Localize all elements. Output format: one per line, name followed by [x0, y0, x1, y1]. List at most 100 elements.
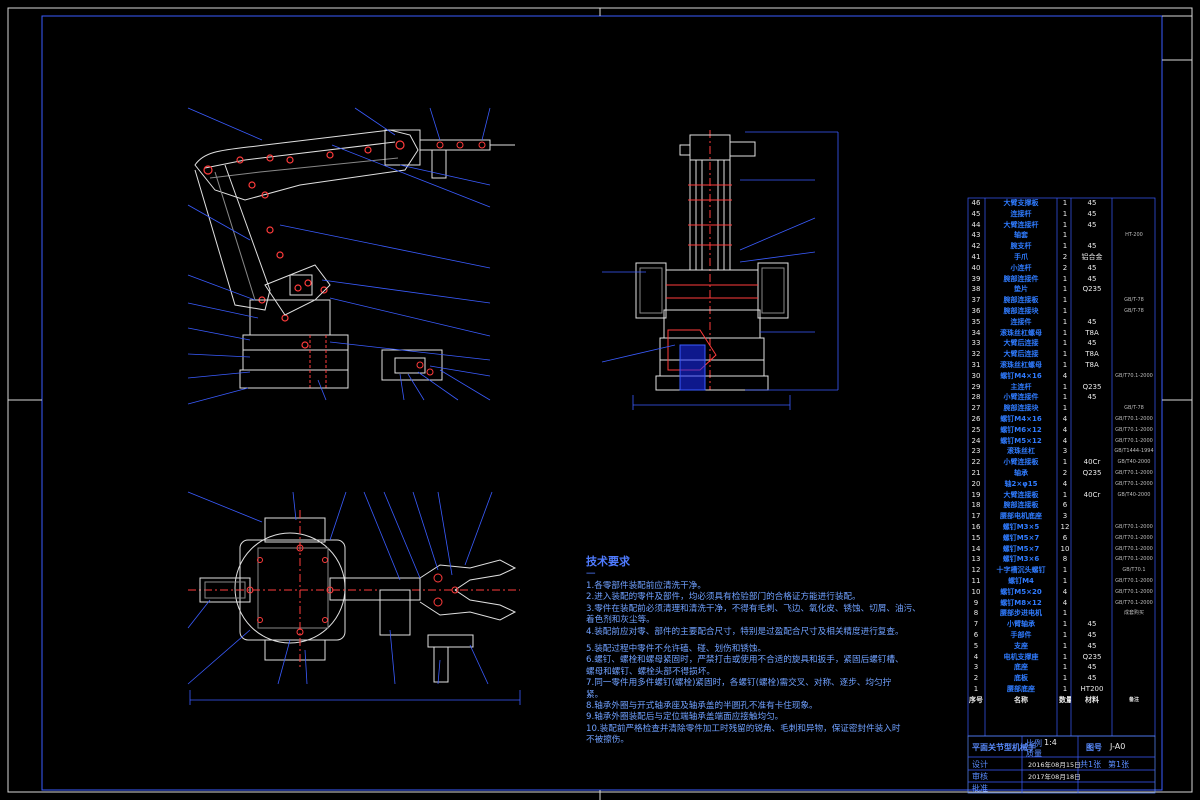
bom-cell-note: GB/T70.1-2000	[1115, 534, 1153, 541]
note-line: 3.零件在装配前必须清理和清洗干净，不得有毛刺、飞边、氧化皮、锈蚀、切屑、油污、	[586, 603, 921, 614]
total-sheets: 共1张	[1080, 760, 1102, 769]
bom-cell-name: 腕部连接块	[1003, 404, 1039, 413]
bom-cell-no: 23	[971, 447, 981, 456]
bom-cell-no: 13	[971, 555, 981, 564]
bom-cell-mat: Q235	[1082, 652, 1102, 661]
bom-cell-qty: 1	[1062, 641, 1068, 650]
bom-cell-name: 腕部连接板	[1003, 501, 1039, 510]
note-line: 不被擦伤。	[586, 735, 629, 746]
bom-cell-qty: 1	[1062, 652, 1068, 661]
bom-cell-no: 14	[971, 544, 981, 553]
bom-header-name: 名称	[1014, 695, 1028, 704]
bom-cell-name: 小臂连接件	[1003, 393, 1039, 402]
bom-cell-qty: 1	[1062, 458, 1068, 467]
scale-value: 1:4	[1044, 738, 1057, 747]
bom-cell-qty: 1	[1062, 274, 1068, 283]
bom-cell-qty: 1	[1062, 296, 1068, 305]
bom-cell-qty: 1	[1062, 285, 1068, 294]
bom-cell-note: GB/T70.1-2000	[1115, 578, 1153, 584]
bom-cell-name: 螺钉M5×20	[1000, 587, 1042, 596]
bom-cell-no: 7	[973, 620, 979, 629]
bom-cell-qty: 1	[1062, 393, 1068, 402]
bom-cell-no: 32	[971, 350, 981, 359]
bom-cell-name: 手部件	[1010, 631, 1032, 639]
bom-cell-mat: T8A	[1085, 350, 1099, 359]
bom-cell-qty: 3	[1062, 447, 1068, 456]
bom-cell-no: 21	[971, 469, 981, 477]
bom-cell-no: 17	[971, 512, 981, 521]
bom-cell-name: 螺钉M4	[1008, 577, 1034, 585]
bom-cell-no: 22	[971, 458, 981, 467]
bom-cell-no: 5	[973, 641, 979, 650]
bom-cell-note: GB/T70.1-2000	[1115, 480, 1153, 487]
bom-cell-qty: 4	[1062, 415, 1068, 423]
technical-requirements: 技术要求 一 1.各零部件装配前应清洗干净。2.进入装配的零件及部件，均必须具有…	[586, 555, 958, 747]
checker-date: 2017年08月18日	[1028, 773, 1081, 781]
bom-cell-no: 28	[971, 393, 981, 402]
bom-cell-qty: 1	[1062, 404, 1068, 413]
bom-cell-name: 滚珠丝杠	[1007, 447, 1035, 456]
bom-cell-mat: 45	[1087, 242, 1097, 251]
bom-cell-name: 螺钉M3×5	[1002, 523, 1040, 531]
bom-cell-qty: 1	[1062, 350, 1068, 359]
scale-label: 比例	[1026, 739, 1042, 748]
bom-cell-no: 1	[973, 685, 979, 693]
bom-cell-name: 螺钉M4×16	[1000, 415, 1042, 423]
bom-cell-mat: Q235	[1082, 469, 1102, 477]
bom-cell-no: 41	[971, 253, 981, 261]
bom-cell-no: 18	[971, 501, 981, 510]
bom-cell-no: 8	[973, 609, 979, 618]
bom-cell-no: 25	[971, 425, 981, 434]
bom-cell-mat: 45	[1087, 263, 1097, 272]
note-line: 5.装配过程中零件不允许磕、碰、划伤和锈蚀。	[586, 644, 767, 655]
title-block: 平面关节型机械手 比例 1:4 质量 图号 J-A0 设计 2016年08月15…	[968, 720, 1155, 795]
bom-cell-mat: 40Cr	[1083, 490, 1101, 499]
bom-cell-qty: 1	[1062, 209, 1068, 218]
bom-cell-name: 大臂后连接	[1003, 350, 1039, 359]
note-line: 10.装配前严格检查并清除零件加工时残留的锐角、毛刺和异物，保证密封件装入时	[586, 723, 901, 734]
bom-cell-qty: 2	[1062, 253, 1068, 261]
bom-header-row: 序号名称数量材料备注	[968, 695, 1155, 706]
sheet-number: J-A0	[1110, 742, 1126, 751]
bom-cell-qty: 2	[1062, 263, 1068, 272]
bom-cell-mat: 45	[1087, 339, 1097, 348]
bom-cell-note: GB/T40-2000	[1117, 491, 1151, 498]
bom-cell-name: 螺钉M5×12	[1000, 436, 1042, 445]
bom-cell-qty: 4	[1062, 371, 1068, 380]
bom-cell-note: GB/T-78	[1124, 297, 1144, 304]
bom-cell-qty: 1	[1062, 577, 1068, 585]
bom-cell-name: 螺钉M8×12	[1000, 598, 1042, 607]
bom-cell-mat: 45	[1087, 317, 1097, 326]
bom-cell-no: 27	[971, 404, 981, 413]
bom-cell-name: 螺钉M3×6	[1002, 555, 1040, 564]
bom-cell-name: 小臂轴承	[1007, 620, 1035, 629]
note-line: 7.同一零件用多件螺钉(螺栓)紧固时，各螺钉(螺栓)需交叉、对称、逐步、均匀拧	[586, 678, 892, 689]
bom-cell-qty: 1	[1062, 317, 1068, 326]
bom-cell-mat: T8A	[1085, 328, 1099, 337]
bom-cell-no: 24	[971, 436, 981, 445]
bom-cell-no: 43	[971, 231, 981, 240]
bom-cell-note: HT-200	[1125, 232, 1143, 239]
bom-cell-note: GB/T70.1-2000	[1115, 556, 1153, 563]
bom-cell-name: 大臂连接板	[1003, 490, 1039, 499]
bom-cell-mat: 45	[1087, 620, 1097, 629]
bom-cell-no: 26	[971, 415, 981, 423]
bom-cell-no: 31	[971, 361, 981, 369]
